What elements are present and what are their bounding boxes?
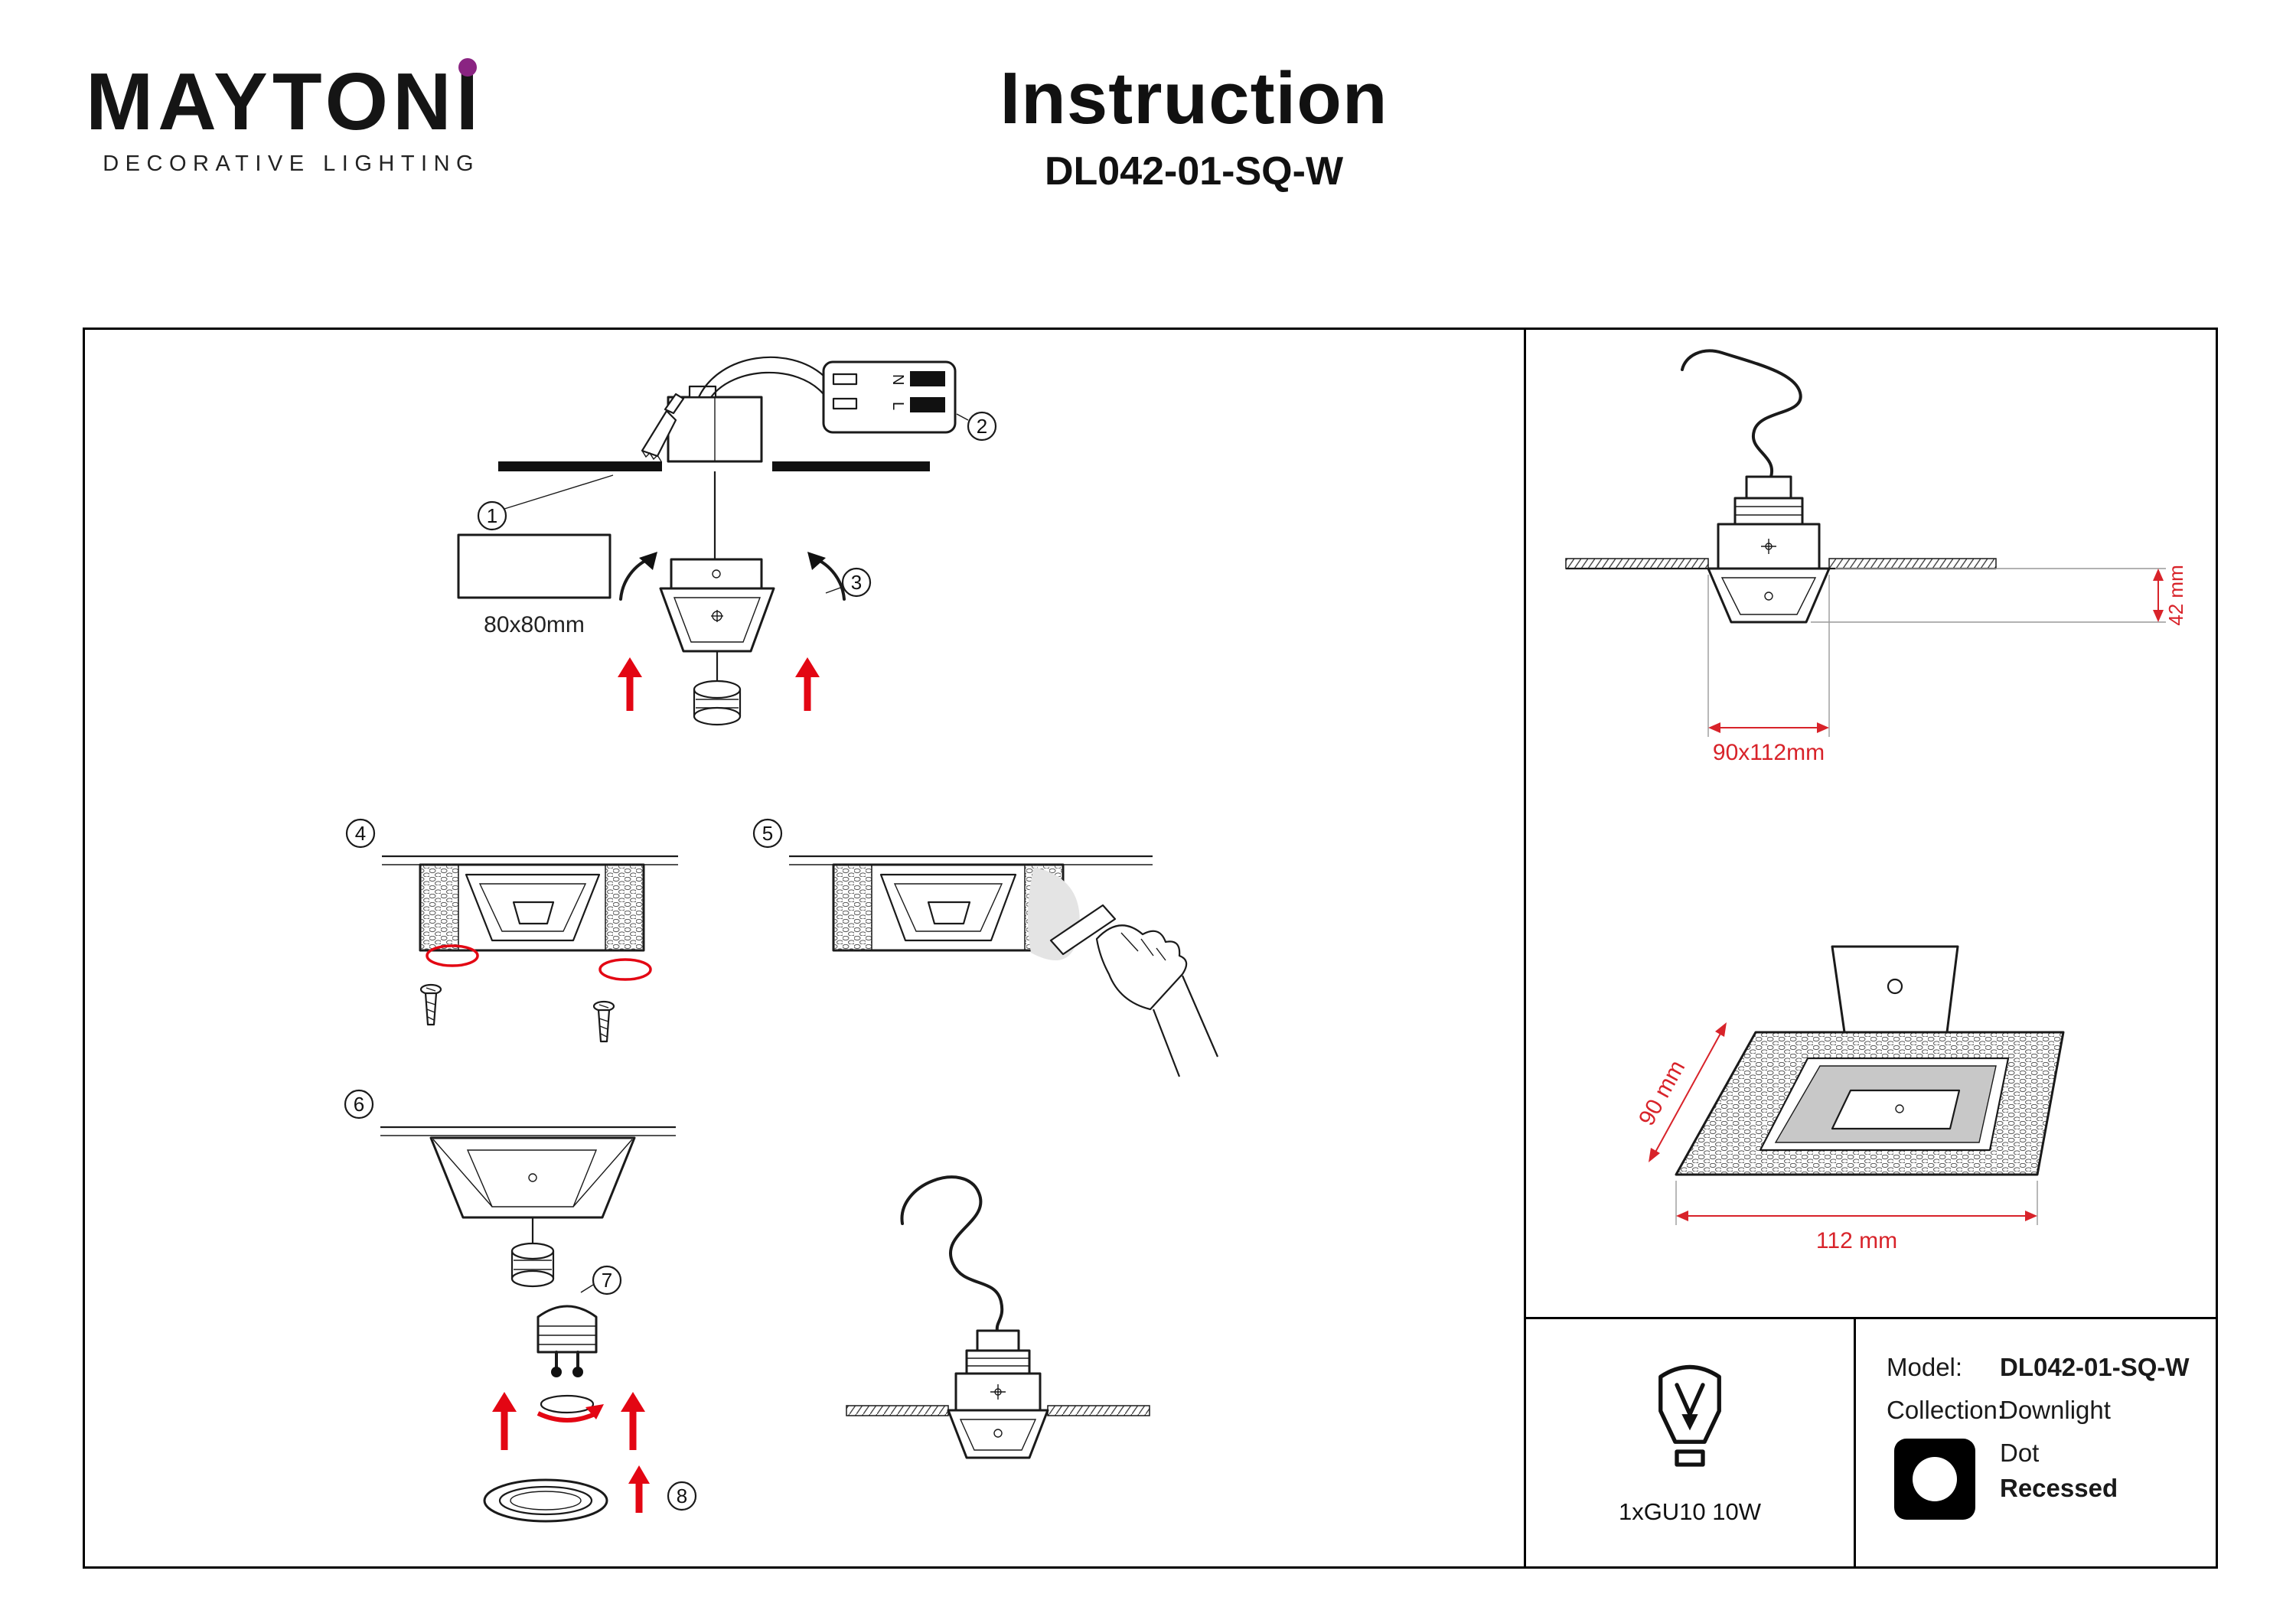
downlight-dot-icon xyxy=(1894,1439,1975,1520)
step-7-number: 7 xyxy=(592,1265,622,1295)
step-4-fix-screws: 4 xyxy=(345,818,678,1043)
svg-text:7: 7 xyxy=(602,1269,612,1292)
width-dimension-label: 112 mm xyxy=(1816,1228,1897,1253)
step-2-number: 2 xyxy=(967,411,997,442)
step-5-number: 5 xyxy=(752,818,783,849)
step-1-number: 1 xyxy=(477,500,507,531)
svg-text:3: 3 xyxy=(851,571,862,594)
step-2-wire-connector: N L 2 xyxy=(698,356,997,442)
svg-text:4: 4 xyxy=(355,822,366,845)
model-label: Model: xyxy=(1887,1353,1963,1381)
lamp-spec-label: 1xGU10 10W xyxy=(1618,1498,1762,1525)
brand-tagline: DECORATIVE LIGHTING xyxy=(103,152,481,176)
cutout-size-label: 80x80mm xyxy=(484,612,585,637)
model-code: DL042-01-SQ-W xyxy=(1044,149,1344,194)
title-block: Instruction DL042-01-SQ-W xyxy=(872,57,1515,194)
brand-logo-text: MAYTONI xyxy=(86,57,484,147)
depth-dimension-label: 42 mm xyxy=(2164,565,2187,625)
dimensions-diagram: 90x112mm 42 mm 90 mm xyxy=(1565,349,2187,1253)
brand-block: MAYTONI DECORATIVE LIGHTING xyxy=(86,58,483,177)
collection-label: Collection: xyxy=(1887,1396,2005,1424)
step-6-number: 6 xyxy=(344,1089,374,1119)
page-title: Instruction xyxy=(1000,57,1388,139)
svg-text:2: 2 xyxy=(977,415,987,438)
side-dimension-label: 90 mm xyxy=(1634,1056,1690,1129)
cutout-dimension-label: 90x112mm xyxy=(1713,740,1825,765)
installation-steps-diagram: N L 2 1 80x80mm xyxy=(344,356,1219,1523)
gu10-lamp-icon xyxy=(536,1305,598,1354)
recessed-depth-view: 90x112mm 42 mm xyxy=(1565,349,2187,765)
step-1-cutout-template: 1 80x80mm xyxy=(457,474,614,637)
step-3-insert-fixture: 3 xyxy=(618,471,872,726)
terminal-l-label: L xyxy=(889,402,906,410)
downlight-dot-hole xyxy=(1913,1457,1957,1501)
screw-icon xyxy=(592,1000,615,1043)
step-5-plaster-finish: 5 xyxy=(752,818,1219,1077)
svg-text:6: 6 xyxy=(354,1093,364,1116)
step-8-number: 8 xyxy=(667,1481,697,1511)
step-7-insert-lamp: 7 xyxy=(492,1265,645,1450)
mount-value: Recessed xyxy=(2000,1474,2118,1502)
horizontal-divider xyxy=(1524,1317,2216,1319)
recessed-front-view: 90 mm 112 mm xyxy=(1634,945,2065,1253)
brand-logo-dot-icon xyxy=(458,58,478,77)
twist-arrow xyxy=(536,1411,598,1423)
gu10-bulb-icon xyxy=(1658,1364,1721,1467)
svg-text:8: 8 xyxy=(677,1484,687,1507)
spatula-icon xyxy=(1049,904,1117,956)
hand-icon xyxy=(1095,924,1188,1011)
screw-icon xyxy=(419,983,442,1026)
svg-text:5: 5 xyxy=(762,822,773,845)
product-info-cell: Model: DL042-01-SQ-W Collection: Downlig… xyxy=(1856,1319,2216,1566)
step-3-number: 3 xyxy=(841,567,872,598)
content-frame: N L 2 1 80x80mm xyxy=(83,328,2218,1569)
terminal-n-label: N xyxy=(889,374,906,385)
step-6-mounted-fixture: 6 xyxy=(344,1089,676,1288)
saw-handle-icon xyxy=(664,393,685,415)
step-4-number: 4 xyxy=(345,818,376,849)
brand-logo: MAYTONI xyxy=(86,58,483,142)
ceiling-mounting-box xyxy=(498,385,930,471)
installed-fixture-side-view xyxy=(846,1175,1150,1459)
vertical-divider xyxy=(1524,330,1526,1566)
screw-hole-highlight xyxy=(598,958,652,981)
spec-cells-divider xyxy=(1854,1319,1856,1566)
screw-hole-highlight xyxy=(426,944,479,967)
lamp-spec-cell: 1xGU10 10W xyxy=(1526,1319,1854,1566)
svg-text:1: 1 xyxy=(487,504,497,527)
step-8-trim-ring: 8 xyxy=(483,1465,697,1523)
series-value: Dot xyxy=(2000,1439,2040,1467)
model-value: DL042-01-SQ-W xyxy=(2000,1353,2190,1381)
collection-value: Downlight xyxy=(2000,1396,2111,1424)
